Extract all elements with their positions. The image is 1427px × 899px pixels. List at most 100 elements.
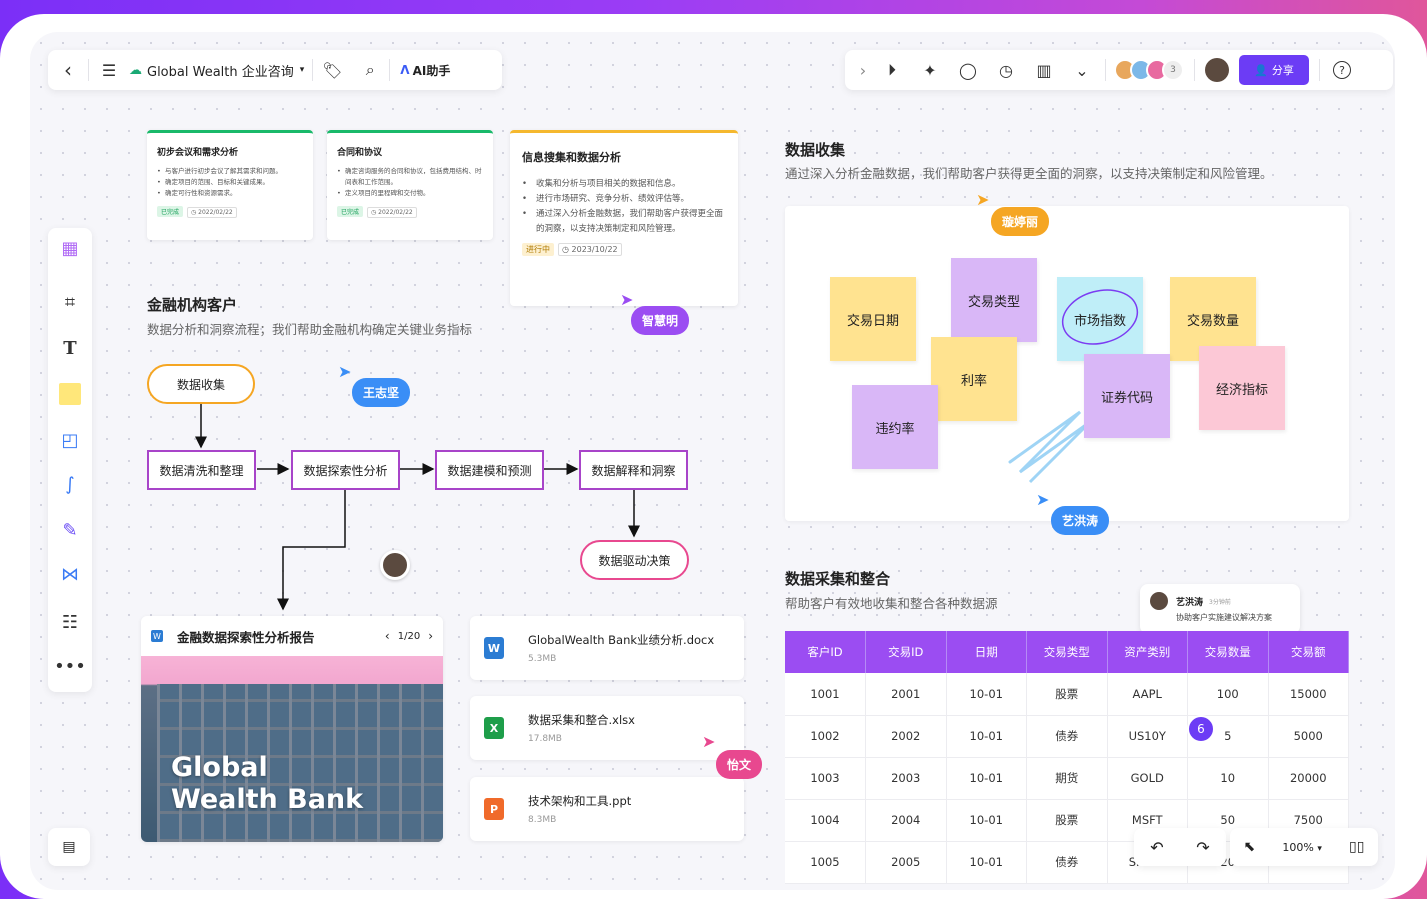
confetti-icon: ✦ [923, 60, 937, 80]
timer-button[interactable]: ◷ [987, 61, 1025, 80]
column-header[interactable]: 交易数量 [1187, 631, 1269, 673]
current-user-avatar[interactable] [1205, 58, 1229, 82]
table-cell[interactable]: 100 [1187, 673, 1269, 716]
section-subtitle: 帮助客户有效地收集和整合各种数据源 [785, 596, 998, 611]
table-tool[interactable]: ☷ [50, 602, 90, 642]
collaborator-badge[interactable]: 6 [1187, 715, 1215, 743]
table-cell[interactable]: 2002 [865, 715, 947, 758]
table-cell[interactable]: GOLD [1107, 757, 1188, 800]
divider [389, 59, 391, 81]
table-cell[interactable]: 股票 [1026, 673, 1108, 716]
table-cell[interactable]: 1001 [785, 673, 866, 716]
table-cell[interactable]: 5000 [1268, 715, 1349, 758]
table-cell[interactable]: 10 [1187, 757, 1269, 800]
mindmap-tool[interactable]: ⋈ [50, 554, 90, 594]
sticky-note[interactable]: 交易类型 [951, 258, 1037, 342]
table-cell[interactable]: US10Y [1107, 715, 1188, 758]
table-cell[interactable]: 2004 [865, 799, 947, 842]
minimap-button[interactable]: ▤ [48, 828, 90, 866]
vote-button[interactable]: ▥ [1025, 61, 1063, 80]
frame-tool[interactable]: ⌗ [50, 282, 90, 322]
sticky-note[interactable]: 利率 [931, 337, 1017, 421]
table-cell[interactable]: 股票 [1026, 799, 1108, 842]
table-cell[interactable]: 10-01 [946, 841, 1027, 884]
table-cell[interactable]: 债券 [1026, 715, 1108, 758]
share-button[interactable]: 👤分享 [1239, 55, 1309, 85]
table-cell[interactable]: 20000 [1268, 757, 1349, 800]
frame-icon: ⌗ [64, 291, 76, 313]
help-button[interactable]: ? [1330, 61, 1354, 79]
comment-bubble[interactable]: 艺洪涛 3分钟前 协助客户实施建议解决方案 [1140, 584, 1300, 634]
collaborator-avatars[interactable]: 3 [1114, 59, 1184, 81]
table-cell[interactable]: AAPL [1107, 673, 1188, 716]
more-tools-button[interactable]: ⌄ [1063, 61, 1101, 80]
flow-node-decision[interactable]: 数据驱动决策 [580, 540, 689, 580]
expand-button[interactable]: › [853, 61, 873, 80]
column-header[interactable]: 交易额 [1268, 631, 1349, 673]
ai-assistant-label: AI助手 [412, 63, 451, 78]
connector-tool[interactable]: ∫ [50, 464, 90, 504]
column-header[interactable]: 资产类别 [1107, 631, 1188, 673]
tag-button[interactable]: 🏷 [313, 50, 351, 90]
select-cursor-button[interactable]: ⬉ [1243, 839, 1256, 855]
book-icon[interactable]: ▯▯ [1348, 839, 1365, 855]
next-page-button[interactable]: › [428, 629, 433, 643]
sticky-note[interactable]: 违约率 [852, 385, 938, 469]
pen-tool[interactable]: ✎ [50, 510, 90, 550]
table-cell[interactable]: 10-01 [946, 799, 1027, 842]
sticky-note[interactable]: 交易日期 [830, 277, 916, 361]
text-tool[interactable]: T [50, 328, 90, 368]
report-card[interactable]: W 金融数据探索性分析报告 ‹ 1/20 › Global Wealth Ban… [141, 616, 443, 842]
sticky-note[interactable]: 证券代码 [1084, 354, 1170, 438]
column-header[interactable]: 客户ID [785, 631, 866, 673]
column-header[interactable]: 交易ID [865, 631, 947, 673]
shape-tool[interactable]: ◰ [50, 420, 90, 460]
prev-page-button[interactable]: ‹ [384, 629, 390, 643]
table-cell[interactable]: 1003 [785, 757, 866, 800]
redo-button[interactable]: ↷ [1196, 837, 1210, 857]
sticky-note[interactable]: 经济指标 [1199, 346, 1285, 430]
whiteboard-canvas[interactable]: ‹ ☰ ☁ Global Wealth 企业咨询 ▾ 🏷 ⌕ Λ AI助手 › … [30, 32, 1395, 890]
more-tools[interactable]: ••• [50, 646, 90, 686]
present-button[interactable]: ⏵ [873, 60, 911, 80]
table-cell[interactable]: 15000 [1268, 673, 1349, 716]
table-cell[interactable]: 债券 [1026, 841, 1108, 884]
template-tool[interactable]: ▦ [50, 228, 90, 268]
table-cell[interactable]: 期货 [1026, 757, 1108, 800]
undo-button[interactable]: ↶ [1150, 837, 1164, 857]
list-item: 与客户进行初步会议了解其需求和问题。 [157, 166, 303, 177]
table-cell[interactable]: 10-01 [946, 673, 1027, 716]
flow-node-explore[interactable]: 数据探索性分析 [291, 450, 400, 490]
sticky-note-tool[interactable] [50, 374, 90, 414]
table-cell[interactable]: 2001 [865, 673, 947, 716]
task-card[interactable]: 初步会议和需求分析 与客户进行初步会议了解其需求和问题。确定项目的范围、目标和关… [147, 130, 313, 240]
ai-assistant-button[interactable]: Λ AI助手 [390, 62, 460, 79]
table-cell[interactable]: 2005 [865, 841, 947, 884]
comment-button[interactable]: ◯ [949, 61, 987, 80]
table-cell[interactable]: 10-01 [946, 715, 1027, 758]
zoom-dropdown[interactable]: 100% ▾ [1282, 841, 1321, 854]
flow-node-model[interactable]: 数据建模和预测 [435, 450, 544, 490]
flow-node-clean[interactable]: 数据清洗和整理 [147, 450, 256, 490]
table-cell[interactable]: 1002 [785, 715, 866, 758]
flow-node-collect[interactable]: 数据收集 [147, 364, 255, 404]
task-card[interactable]: 信息搜集和数据分析 收集和分析与项目相关的数据和信息。进行市场研究、竞争分析、绩… [510, 130, 738, 306]
flow-node-interpret[interactable]: 数据解释和洞察 [579, 450, 688, 490]
celebrate-button[interactable]: ✦ [911, 61, 949, 80]
column-header[interactable]: 交易类型 [1026, 631, 1108, 673]
back-button[interactable]: ‹ [48, 50, 88, 90]
date-badge: ◷ 2022/02/22 [187, 207, 237, 218]
table-cell[interactable]: 10-01 [946, 757, 1027, 800]
board-title-dropdown[interactable]: ☁ Global Wealth 企业咨询 ▾ [129, 61, 312, 80]
search-button[interactable]: ⌕ [351, 50, 389, 90]
table-cell[interactable]: 1005 [785, 841, 866, 884]
minimap-icon: ▤ [62, 839, 76, 855]
table-cell[interactable]: 2003 [865, 757, 947, 800]
task-card[interactable]: 合同和协议 确定咨询服务的合同和协议，包括费用结构、时间表和工作范围。定义项目的… [327, 130, 493, 240]
menu-button[interactable]: ☰ [89, 50, 129, 90]
table-cell[interactable]: 1004 [785, 799, 866, 842]
column-header[interactable]: 日期 [946, 631, 1027, 673]
